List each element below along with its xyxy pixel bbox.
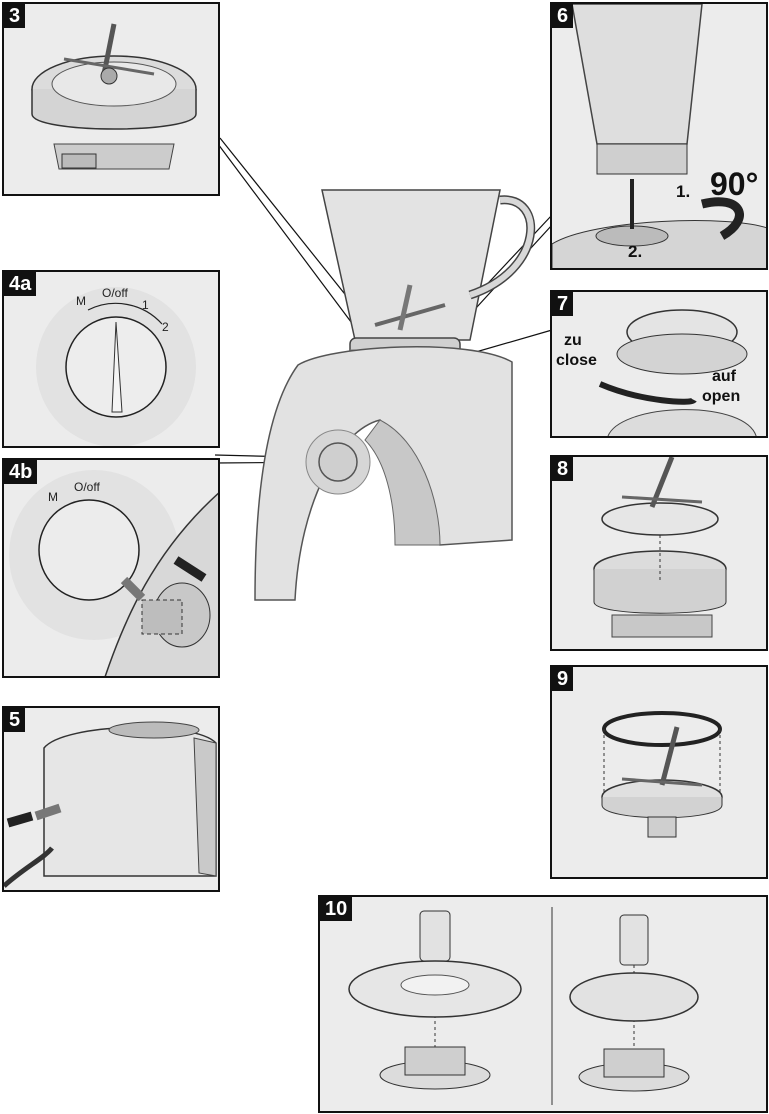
dial-label-1: 1 [142, 298, 149, 312]
panel-number: 9 [552, 667, 574, 691]
panel-4b-knob-removal: 4b M O/off [2, 458, 220, 678]
panel-3-blade-assembly: 3 [2, 2, 220, 196]
jug-attach-illustration [552, 4, 766, 268]
panel-4a-rotary-dial: 4a M O/off 1 2 [2, 270, 220, 448]
base-plug-illustration [4, 721, 217, 888]
rotation-angle: 90° [710, 166, 759, 202]
blade-separation-illustration [593, 457, 727, 638]
dial-label-off: O/off [74, 480, 100, 494]
panel-6-attach-jug: 6 90° 1. 2. [550, 2, 768, 270]
dial-label-2: 2 [162, 320, 169, 334]
step-2-label: 2. [628, 242, 643, 261]
lid-rotate-illustration [598, 309, 757, 436]
dial-label-off: O/off [102, 286, 128, 300]
panel-number: 4a [4, 272, 37, 296]
panel-9-seal-ring: 9 [550, 665, 768, 879]
dial-label-m: M [76, 294, 86, 308]
panel-8-blade-separation: 8 [550, 455, 768, 651]
label-open: open [702, 388, 741, 405]
dial-4b-illustration [9, 470, 218, 676]
panel-number: 5 [4, 708, 26, 732]
panel-5-power-plug: 5 [2, 706, 220, 892]
lid-assembly-illustration [348, 907, 699, 1105]
step-1-label: 1. [676, 182, 691, 201]
panel-10-lid-assembly: 10 [318, 895, 768, 1113]
panel-number: 7 [552, 292, 574, 316]
label-auf: auf [712, 368, 736, 385]
seal-ring-illustration [601, 711, 723, 838]
panel-number: 6 [552, 4, 574, 28]
panel-number: 3 [4, 4, 26, 28]
label-close: close [556, 352, 597, 369]
dial-4a-illustration [36, 287, 196, 446]
blade-unit-illustration [31, 23, 197, 170]
panel-number: 8 [552, 457, 574, 481]
panel-number: 10 [320, 897, 353, 921]
panel-number: 4b [4, 460, 38, 484]
label-zu: zu [564, 332, 582, 349]
dial-label-m: M [48, 490, 58, 504]
panel-7-close-open: 7 zu close auf open [550, 290, 768, 438]
